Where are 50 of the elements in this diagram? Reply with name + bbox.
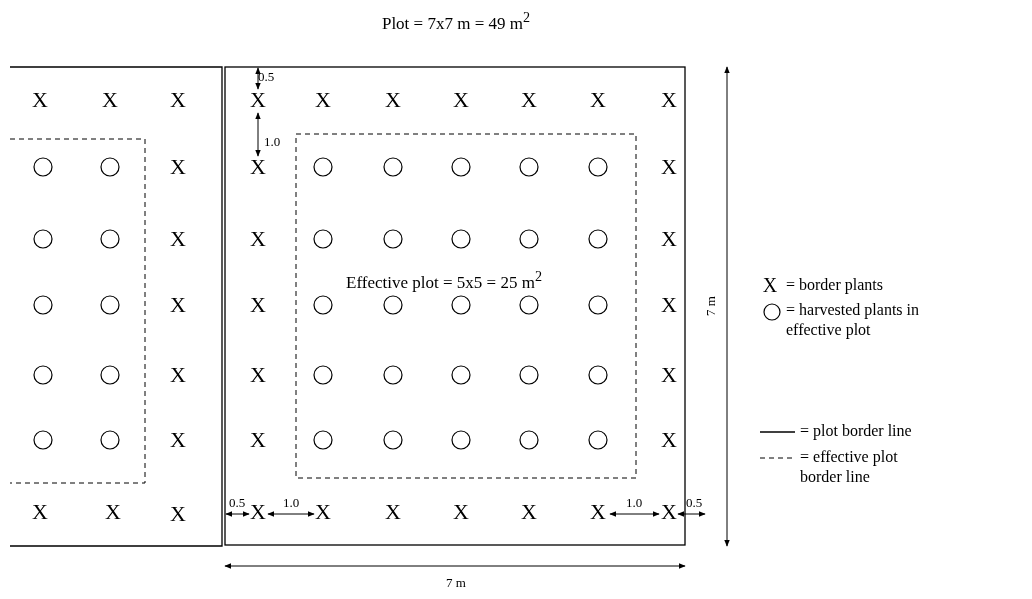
plant-mark: X xyxy=(250,292,266,318)
plant-mark: X xyxy=(170,292,186,318)
plant-mark: X xyxy=(170,427,186,453)
plant-mark: X xyxy=(102,87,118,113)
plant-mark: X xyxy=(661,292,677,318)
title: Plot = 7x7 m = 49 m$^{2}$ xyxy=(381,10,531,34)
dimension-label: 1.0 xyxy=(625,495,643,511)
plant-mark: X xyxy=(170,362,186,388)
legend-text: = border plants xyxy=(786,275,883,295)
plant-mark: X xyxy=(590,499,606,525)
plant-mark: X xyxy=(32,499,48,525)
plant-mark: X xyxy=(250,499,266,525)
plant-mark: X xyxy=(170,501,186,527)
dimension-label: 7 m xyxy=(703,296,719,316)
plant-mark: X xyxy=(661,499,677,525)
dimension-label: 0.5 xyxy=(228,495,246,511)
plant-mark: X xyxy=(250,226,266,252)
dimension-label: 0.5 xyxy=(257,69,275,85)
plant-mark: X xyxy=(521,499,537,525)
legend-text: = effective plot border line xyxy=(800,447,899,487)
plant-mark: X xyxy=(105,499,121,525)
plant-mark: X xyxy=(661,87,677,113)
plant-mark: X xyxy=(521,87,537,113)
plant-mark: X xyxy=(661,427,677,453)
plant-mark: X xyxy=(315,87,331,113)
legend-symbol: X xyxy=(762,274,778,296)
dimension-label: 1.0 xyxy=(282,495,300,511)
plant-mark: X xyxy=(250,427,266,453)
plant-mark: X xyxy=(250,362,266,388)
plant-mark: X xyxy=(661,154,677,180)
plant-mark: X xyxy=(590,87,606,113)
plant-mark: X xyxy=(453,499,469,525)
plant-mark: X xyxy=(32,87,48,113)
plant-mark: X xyxy=(170,226,186,252)
plant-mark: X xyxy=(385,499,401,525)
legend-text: = plot border line xyxy=(800,421,912,441)
plant-mark: X xyxy=(385,87,401,113)
dimension-label: 0.5 xyxy=(685,495,703,511)
dimension-label: 1.0 xyxy=(263,134,281,150)
plant-mark: X xyxy=(250,87,266,113)
plant-mark: X xyxy=(170,87,186,113)
legend-text: = harvested plants in effective plot xyxy=(786,300,920,340)
plant-mark: X xyxy=(661,362,677,388)
plant-mark: X xyxy=(315,499,331,525)
plant-mark: X xyxy=(661,226,677,252)
area-label: Effective plot = 5x5 = 25 m$^{2}$ xyxy=(344,269,544,293)
dimension-label: 7 m xyxy=(446,575,466,591)
plant-mark: X xyxy=(250,154,266,180)
plant-mark: X xyxy=(170,154,186,180)
plant-mark: X xyxy=(453,87,469,113)
